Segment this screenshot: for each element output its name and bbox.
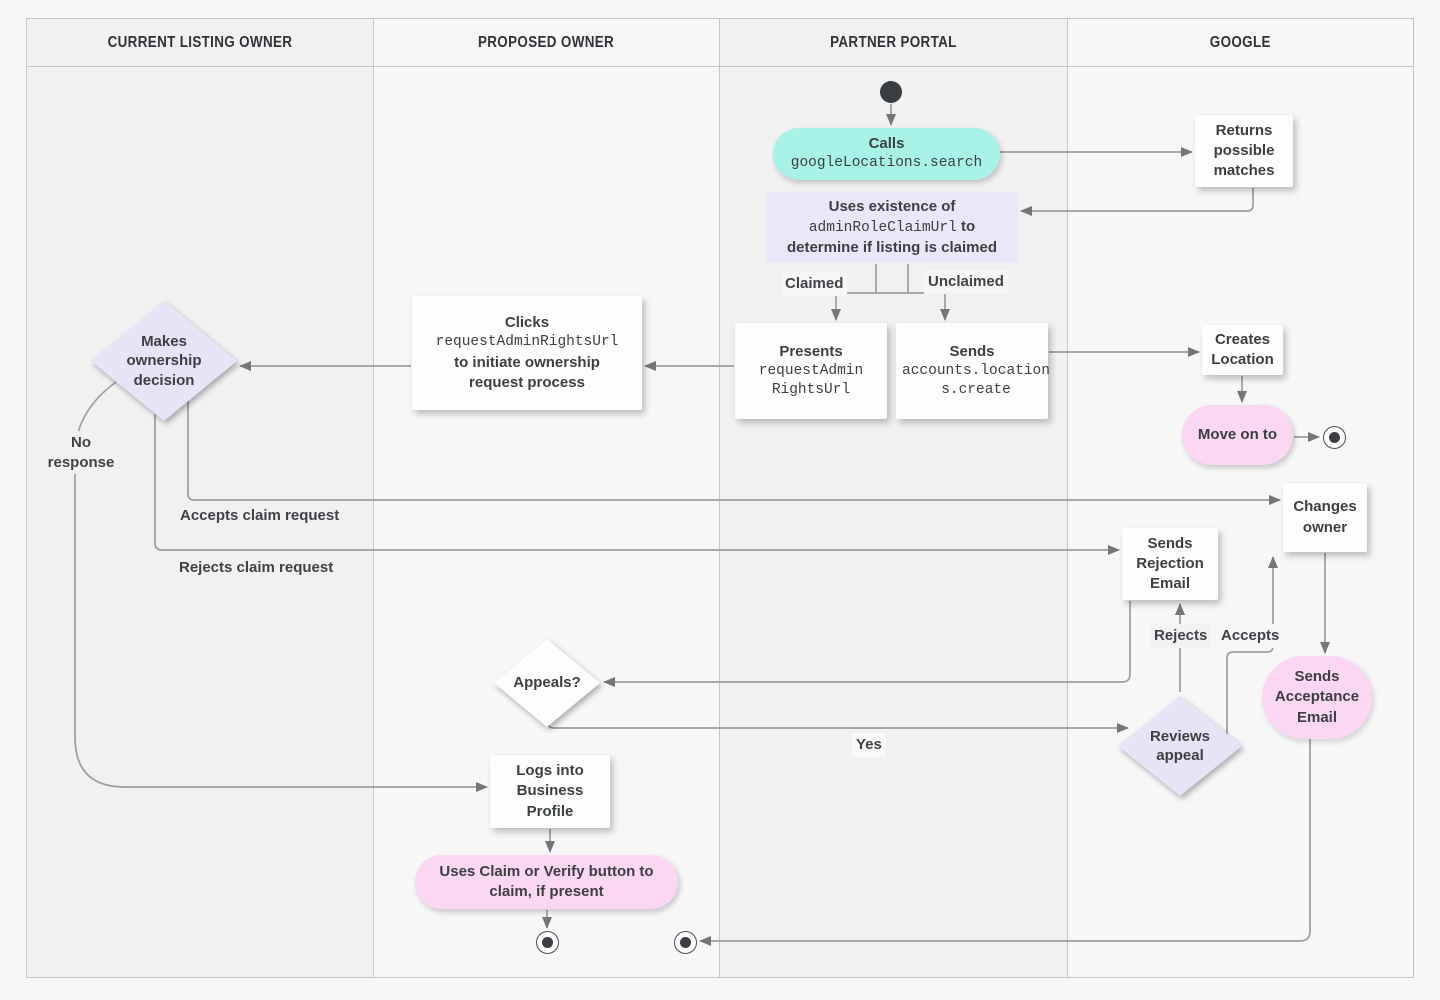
- node-title: Sends: [949, 342, 995, 360]
- node-title: Presents: [779, 342, 843, 360]
- start-node: [880, 81, 902, 103]
- reviews-appeal-node: Reviews appeal: [1118, 696, 1242, 796]
- lane-title: CURRENT LISTING OWNER: [107, 33, 293, 51]
- node-text: Reviews appeal: [1149, 727, 1211, 765]
- node-text: Uses Claim or Verify button to claim, if…: [439, 862, 654, 900]
- node-text: Creates Location: [1211, 330, 1274, 368]
- end-node-create: [1323, 426, 1346, 449]
- lane-title: PARTNER PORTAL: [830, 33, 957, 51]
- node-title: Calls: [868, 135, 905, 153]
- appeals-node: Appeals?: [494, 639, 600, 727]
- uses-claim-or-verify-node: Uses Claim or Verify button to claim, if…: [415, 855, 678, 909]
- returns-possible-matches-node: Returns possible matches: [1195, 115, 1293, 187]
- sends-rejection-email-node: Sends Rejection Email: [1122, 528, 1218, 600]
- lane-title: PROPOSED OWNER: [478, 33, 615, 51]
- move-on-to-node: Move on to: [1182, 405, 1293, 465]
- changes-owner-node: Changes owner: [1283, 483, 1367, 552]
- sends-acceptance-email-node: Sends Acceptance Email: [1262, 656, 1372, 739]
- node-text: Returns possible matches: [1213, 121, 1275, 180]
- node-code: googleLocations.search: [790, 155, 983, 172]
- node-text: Makes ownership decision: [126, 332, 202, 389]
- creates-location-node: Creates Location: [1202, 325, 1283, 375]
- end-node-appeal: [674, 931, 697, 954]
- edge-label-unclaimed: Unclaimed: [924, 270, 1008, 294]
- clicks-request-admin-rights-url-node: Clicks requestAdminRightsUrl to initiate…: [412, 296, 642, 410]
- node-code: accounts.locations.create: [902, 362, 1050, 399]
- uses-existence-node: Uses existence of adminRoleClaimUrl to d…: [766, 192, 1018, 263]
- lane-current-listing-owner: CURRENT LISTING OWNER: [27, 19, 374, 977]
- edge-label-no-response: No response: [37, 431, 125, 474]
- edge-label-yes: Yes: [852, 733, 886, 757]
- node-code: requestAdminRightsUrl: [758, 362, 864, 399]
- logs-into-business-profile-node: Logs into Business Profile: [490, 755, 610, 828]
- calls-google-locations-search-node: Calls googleLocations.search: [773, 128, 1000, 180]
- edge-label-accepts-claim-request: Accepts claim request: [176, 504, 344, 528]
- presents-request-admin-rights-url-node: Presents requestAdminRightsUrl: [735, 323, 887, 419]
- lane-proposed-owner: PROPOSED OWNER: [374, 19, 720, 977]
- sends-accounts-locations-create-node: Sends accounts.locations.create: [896, 323, 1050, 419]
- edge-label-rejects: Rejects: [1150, 624, 1212, 648]
- node-text: Appeals?: [513, 674, 581, 692]
- node-text: Move on to: [1197, 425, 1278, 443]
- node-text: Sends Rejection Email: [1136, 534, 1204, 593]
- edge-label-rejects-claim-request: Rejects claim request: [175, 556, 338, 580]
- end-node-claim: [536, 931, 559, 954]
- node-text: Sends Acceptance Email: [1274, 668, 1360, 726]
- lane-header-partner-portal: PARTNER PORTAL: [720, 19, 1067, 67]
- lane-header-google: GOOGLE: [1068, 19, 1413, 67]
- lane-title: GOOGLE: [1209, 33, 1272, 51]
- node-text: Logs into Business Profile: [516, 762, 584, 820]
- lane-header-current-listing-owner: CURRENT LISTING OWNER: [27, 19, 373, 67]
- node-text: Clicks requestAdminRightsUrl to initiate…: [435, 314, 619, 391]
- node-text: Changes owner: [1293, 498, 1357, 536]
- edge-label-accepts: Accepts: [1217, 624, 1284, 648]
- node-text: Uses existence of adminRoleClaimUrl to d…: [786, 197, 998, 257]
- lane-header-proposed-owner: PROPOSED OWNER: [374, 19, 719, 67]
- makes-ownership-decision-node: Makes ownership decision: [91, 301, 237, 421]
- edge-label-claimed: Claimed: [781, 272, 848, 296]
